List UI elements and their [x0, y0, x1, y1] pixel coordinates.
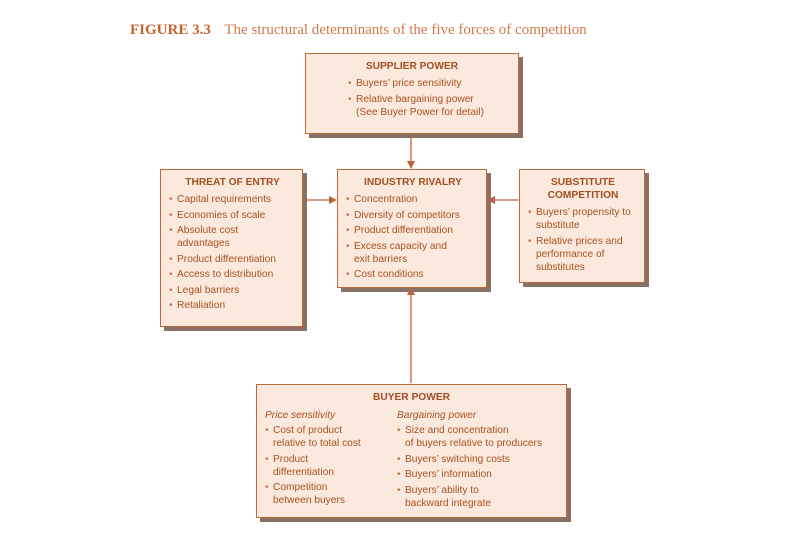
- list-item: Product differentiation: [265, 453, 393, 479]
- list-item: Product differentiation: [169, 253, 296, 266]
- supplier-power-list: Buyers’ price sensitivity Relative barga…: [348, 77, 508, 119]
- list-item: Buyers’ information: [397, 468, 562, 481]
- industry-rivalry-title: INDUSTRY RIVALRY: [364, 177, 462, 188]
- threat-of-entry-title: THREAT OF ENTRY: [185, 177, 280, 188]
- price-sensitivity-heading: Price sensitivity: [265, 410, 336, 421]
- list-item: Diversity of competitors: [346, 209, 480, 222]
- list-item: Economies of scale: [169, 209, 296, 222]
- substitute-competition-list: Buyers’ propensity to substitute Relativ…: [528, 206, 638, 274]
- substitute-competition-title: SUBSTITUTE COMPETITION: [547, 177, 619, 201]
- buyer-power-box: BUYER POWER Price sensitivity Cost of pr…: [256, 384, 567, 518]
- bargaining-power-heading: Bargaining power: [397, 410, 477, 421]
- threat-of-entry-list: Capital requirements Economies of scale …: [169, 193, 296, 312]
- list-item: Size and concentration of buyers relativ…: [397, 424, 562, 450]
- threat-of-entry-box: THREAT OF ENTRY Capital requirements Eco…: [160, 169, 303, 327]
- industry-rivalry-list: Concentration Diversity of competitors P…: [346, 193, 480, 281]
- price-sensitivity-column: Price sensitivity Cost of product relati…: [265, 409, 393, 510]
- list-item: Buyers’ ability to backward integrate: [397, 484, 562, 510]
- supplier-power-box: SUPPLIER POWER Buyers’ price sensitivity…: [305, 53, 519, 134]
- buyer-power-title: BUYER POWER: [373, 392, 450, 403]
- bargaining-power-column: Bargaining power Size and concentration …: [397, 409, 562, 512]
- list-item: Competition between buyers: [265, 481, 393, 507]
- bargaining-power-list: Size and concentration of buyers relativ…: [397, 424, 562, 510]
- list-item: Product differentiation: [346, 224, 480, 237]
- list-item: Access to distribution: [169, 268, 296, 281]
- supplier-power-title: SUPPLIER POWER: [365, 61, 459, 72]
- figure-title: The structural determinants of the five …: [224, 22, 587, 38]
- list-item: Cost conditions: [346, 268, 480, 281]
- list-item: Buyers’ propensity to substitute: [528, 206, 638, 232]
- list-item: Relative bargaining power (See Buyer Pow…: [348, 93, 508, 119]
- figure-caption: FIGURE 3.3 The structural determinants o…: [130, 22, 587, 39]
- list-item: Buyers’ switching costs: [397, 453, 562, 466]
- list-item: Buyers’ price sensitivity: [348, 77, 508, 90]
- list-item: Relative prices and performance of subst…: [528, 235, 638, 274]
- substitute-competition-box: SUBSTITUTE COMPETITION Buyers’ propensit…: [519, 169, 645, 283]
- list-item: Absolute cost advantages: [169, 224, 296, 250]
- list-item: Retaliation: [169, 299, 296, 312]
- list-item: Capital requirements: [169, 193, 296, 206]
- price-sensitivity-list: Cost of product relative to total cost P…: [265, 424, 393, 507]
- list-item: Legal barriers: [169, 284, 296, 297]
- list-item: Concentration: [346, 193, 480, 206]
- industry-rivalry-box: INDUSTRY RIVALRY Concentration Diversity…: [337, 169, 487, 288]
- figure-label: FIGURE 3.3: [130, 22, 211, 38]
- list-item: Excess capacity and exit barriers: [346, 240, 480, 266]
- list-item: Cost of product relative to total cost: [265, 424, 393, 450]
